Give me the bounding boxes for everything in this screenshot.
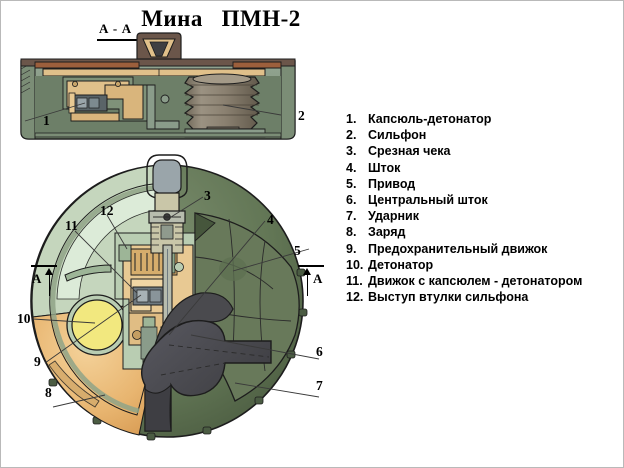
legend-label: Шток: [368, 160, 401, 175]
leader-line-12: [106, 214, 128, 250]
list-item: 9. Предохранительный движок: [346, 241, 616, 257]
legend-number: 7.: [346, 209, 357, 224]
legend-number: 12.: [346, 290, 364, 305]
section-view-label: A - A: [99, 21, 133, 36]
legend-label: Центральный шток: [368, 193, 488, 208]
legend-label: Заряд: [368, 225, 406, 240]
legend-number: 4.: [346, 160, 357, 175]
leader-line-8: [52, 394, 106, 408]
legend-label: Предохранительный движок: [368, 241, 548, 256]
safety-slider-slot: [64, 264, 112, 282]
legend-number: 3.: [346, 144, 357, 159]
list-item: 3. Срезная чека: [346, 143, 616, 159]
pin-hole: [160, 94, 170, 104]
list-item: 6. Центральный шток: [346, 192, 616, 208]
section-marker-bar: [298, 265, 324, 267]
legend-list: 1. Капсюль-детонатор 2. Сильфон 3. Срезн…: [346, 111, 616, 305]
thread-lines: [151, 226, 183, 246]
bellows: [183, 73, 261, 130]
legend-number: 9.: [346, 241, 357, 256]
legend-number: 11.: [346, 274, 363, 289]
legend-number: 6.: [346, 193, 357, 208]
screw-hole: [132, 330, 142, 340]
callout-2: 2: [298, 108, 305, 123]
pressure-plate-right: [232, 61, 282, 69]
legend-label: Срезная чека: [368, 144, 451, 159]
callout-5: 5: [294, 243, 301, 258]
section-view-label-rule: [97, 39, 143, 41]
leader-line-1: [24, 102, 86, 122]
leader-line-11: [74, 230, 138, 294]
pull-ring: [152, 159, 182, 195]
callout-1: 1: [43, 113, 50, 128]
callout-3: 3: [204, 188, 211, 203]
fastener: [115, 81, 122, 88]
leader-line-2: [222, 104, 282, 116]
callout-6: 6: [316, 344, 323, 359]
list-item: 10. Детонатор: [346, 257, 616, 273]
section-marker-bar: [31, 265, 57, 267]
legend-label: Капсюль-детонатор: [368, 112, 492, 126]
leader-lines: [32, 196, 320, 408]
rim-nubs: [48, 268, 308, 441]
leader-line-7: [234, 382, 320, 398]
callout-12: 12: [100, 203, 114, 218]
section-marker-letter: A: [313, 271, 323, 286]
striker-hidden-lines: [160, 344, 270, 376]
section-marker-letter: A: [32, 271, 42, 286]
arrow-head-icon: [303, 268, 311, 275]
spring-coil: [134, 253, 160, 271]
legend-number: 1.: [346, 112, 357, 126]
list-item: 2. Сильфон: [346, 127, 616, 143]
list-item: 1. Капсюль-детонатор: [346, 111, 616, 127]
legend-label: Выступ втулки сильфона: [368, 290, 529, 305]
drive-boss: [219, 257, 247, 281]
page-title: Мина ПМН-2: [141, 6, 301, 31]
leader-line-4: [168, 220, 266, 336]
callout-7: 7: [316, 378, 323, 393]
leader-line-9: [44, 294, 142, 364]
callout-8: 8: [45, 385, 52, 400]
legend-label: Ударник: [368, 209, 420, 224]
legend-label: Детонатор: [368, 257, 434, 272]
leader-line-3: [170, 196, 204, 218]
legend-number: 8.: [346, 225, 357, 240]
fastener: [72, 81, 79, 88]
list-item: 8. Заряд: [346, 224, 616, 240]
detonator-well: [71, 299, 123, 351]
legend-label: Движок с капсюлем - детонатором: [368, 274, 583, 289]
bellows-sleeve-lug: [118, 244, 132, 262]
screw-hole: [174, 262, 184, 272]
list-item: 11. Движок с капсюлем - детонатором: [346, 273, 616, 289]
legend-label: Привод: [368, 176, 416, 191]
striker-upper-lobe: [154, 292, 234, 346]
list-item: 4. Шток: [346, 160, 616, 176]
list-item: 7. Ударник: [346, 208, 616, 224]
list-item: 12. Выступ втулки сильфона: [346, 289, 616, 305]
leader-line-5: [232, 248, 310, 272]
casing-wall-band: [50, 184, 168, 414]
leader-line-10: [32, 318, 96, 324]
pressure-plate-left: [34, 61, 140, 69]
cross-section-figure: [19, 29, 299, 144]
legend-number: 5.: [346, 176, 357, 191]
callout-11: 11: [65, 218, 78, 233]
callout-9: 9: [34, 354, 41, 369]
callout-10: 10: [17, 311, 31, 326]
callout-4: 4: [267, 212, 274, 227]
list-item: 5. Привод: [346, 176, 616, 192]
legend-number: 10.: [346, 257, 364, 272]
legend-label: Сильфон: [368, 128, 427, 143]
plan-view-figure: [19, 149, 339, 449]
legend-number: 2.: [346, 128, 357, 143]
arrow-head-icon: [45, 268, 53, 275]
leader-line-6: [190, 334, 320, 360]
